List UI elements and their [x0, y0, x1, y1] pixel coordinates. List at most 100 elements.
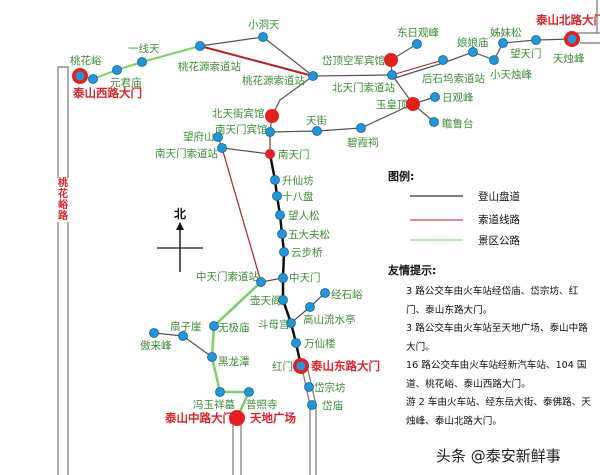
- station-dot: [430, 92, 440, 102]
- place-label: 经石峪: [331, 288, 363, 301]
- station-dot: [88, 74, 98, 84]
- station-dot: [304, 382, 314, 392]
- place-label: 小天烛峰: [490, 68, 532, 81]
- place-label: 望人松: [288, 209, 320, 222]
- watermark: 头条 @泰安新鲜事: [436, 447, 561, 465]
- station-dot: [215, 387, 225, 397]
- station-dot: [308, 71, 318, 81]
- place-label: 中天门索道站: [196, 270, 259, 283]
- place-label: 红门: [272, 360, 293, 373]
- gate-label: 天地广场: [250, 411, 296, 425]
- station-dot: [209, 321, 219, 331]
- place-label: 十八盘: [282, 190, 314, 203]
- place-label: 望天门: [510, 47, 542, 60]
- hotel-summit-dot: [384, 53, 398, 67]
- place-label: 东日观峰: [397, 26, 439, 39]
- place-label: 南天门: [278, 148, 310, 161]
- place-label: 小洞天: [248, 19, 280, 31]
- station-dot: [320, 288, 330, 298]
- place-label: 南天门索道站: [155, 147, 218, 160]
- station-dot: [468, 47, 478, 57]
- trail: [199, 36, 393, 77]
- place-label: 姊妹松: [490, 26, 522, 39]
- station-dot: [207, 352, 217, 362]
- station-dot: [286, 318, 296, 328]
- place-label: 升仙坊: [282, 174, 314, 187]
- station-dot: [412, 39, 422, 49]
- station-dot: [256, 277, 266, 287]
- place-label: 岱宗坊: [314, 381, 346, 394]
- tip-line: 16 路公交车由火车站经新汽车站、104 国道、桃花峪、泰山西路大门。: [406, 360, 587, 390]
- station-dot: [178, 331, 188, 341]
- gate-dot: [567, 34, 577, 44]
- place-label: 万仙楼: [304, 337, 336, 350]
- station-dot: [213, 132, 223, 142]
- station-dot: [279, 247, 289, 257]
- station-dot: [438, 55, 448, 65]
- station-dot: [291, 338, 301, 348]
- place-label: 普照寺: [246, 398, 278, 411]
- legend-cableway: 索道线路: [478, 214, 520, 226]
- station-dot: [195, 41, 205, 51]
- station-dot: [489, 55, 499, 65]
- place-label: 日观峰: [442, 92, 474, 104]
- station-dot: [137, 57, 147, 67]
- gate-dot: [229, 410, 245, 426]
- north-arrow-head: [176, 222, 184, 230]
- place-label: 桃花源索道站: [178, 60, 241, 73]
- station-dot: [277, 229, 287, 239]
- place-label: 傲来峰: [140, 339, 172, 352]
- station-dot: [498, 38, 508, 48]
- station-dot: [429, 117, 439, 127]
- road-label-taohuayu: 桃花峪路: [57, 178, 69, 222]
- gate-dot: [75, 71, 85, 81]
- legend-trail: 登山盘道: [478, 191, 520, 203]
- place-label: 望府山: [183, 130, 215, 143]
- tips-title: 友情提示:: [388, 264, 437, 277]
- place-label: 瞻鲁台: [442, 117, 474, 130]
- place-label: 高山流水亭: [303, 313, 356, 326]
- station-dot: [272, 191, 282, 201]
- station-dot: [270, 175, 280, 185]
- place-label: 黑龙潭: [218, 355, 250, 368]
- station-dot: [258, 32, 268, 42]
- place-label: 中天门: [289, 271, 321, 284]
- access-road: [57, 66, 69, 475]
- station-dot: [356, 123, 366, 133]
- place-label: 岱顶空军宾馆: [322, 54, 385, 67]
- station-dot: [312, 126, 322, 136]
- place-label: 斗母宫: [258, 318, 290, 331]
- station-dot: [278, 273, 288, 283]
- place-label: 云步桥: [291, 247, 323, 259]
- legend-title: 图例:: [388, 170, 415, 183]
- hotel-summit-dot: [265, 149, 275, 159]
- place-label: 南天门宾馆: [215, 123, 268, 136]
- place-label: 后石坞索道站: [422, 72, 485, 85]
- gate-dot: [296, 361, 306, 371]
- place-label: 五大夫松: [288, 228, 330, 241]
- place-label: 扇子崖: [170, 320, 202, 333]
- station-dot: [112, 65, 122, 75]
- station-dot: [217, 143, 227, 153]
- gate-label: 泰山中路大门: [164, 411, 234, 425]
- gate-label: 泰山西路大门: [72, 86, 142, 100]
- station-dot: [149, 328, 159, 338]
- north-label: 北: [174, 206, 186, 221]
- station-dot: [307, 400, 317, 410]
- tip-line: 3 路公交车由火车站经岱庙、岱宗坊、红门、泰山东路大门。: [406, 286, 579, 316]
- place-label: 壶天阁: [250, 294, 282, 307]
- legend-scenic-road: 景区公路: [478, 235, 520, 247]
- place-label: 北天街宾馆: [212, 107, 265, 120]
- place-label: 碧霞祠: [347, 136, 379, 149]
- place-label: 天街: [306, 114, 327, 127]
- place-label: 无极庙: [218, 321, 250, 334]
- place-label: 元君庙: [110, 76, 142, 89]
- hotel-summit-dot: [265, 109, 279, 123]
- station-dot: [278, 295, 288, 305]
- cableway: [199, 45, 314, 77]
- station-dot: [305, 302, 315, 312]
- tip-line: 3 路公交车由火车站至天地广场、泰山中路大门。: [406, 323, 588, 353]
- station-dot: [387, 70, 397, 80]
